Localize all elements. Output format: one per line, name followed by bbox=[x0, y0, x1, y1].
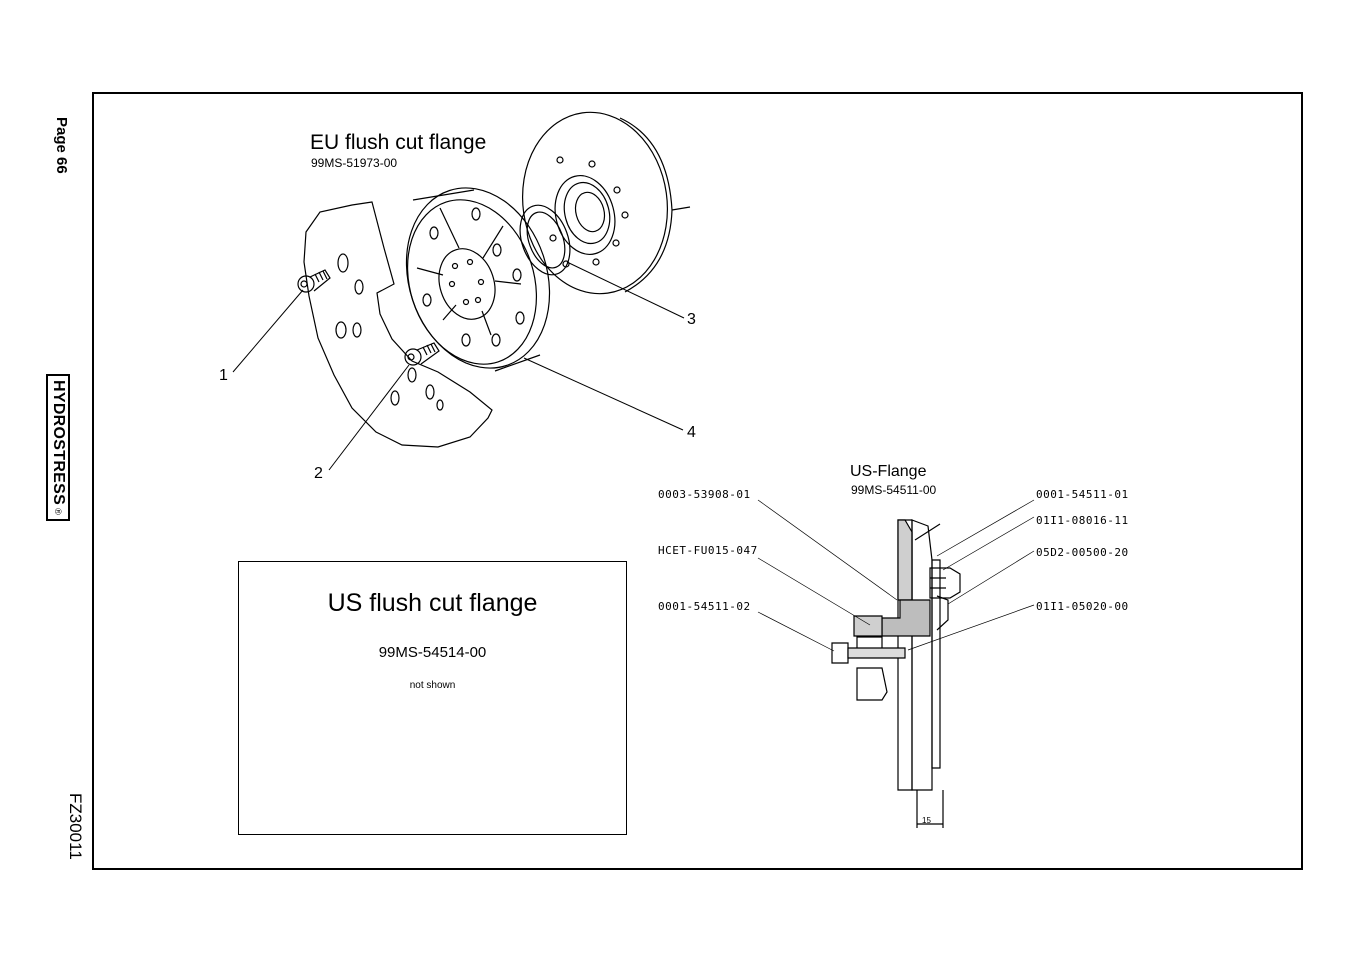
part-label-right-1: 0001-54511-01 bbox=[1036, 488, 1129, 501]
us-note-title: US flush cut flange bbox=[327, 589, 538, 617]
eu-flange-disc bbox=[405, 187, 551, 372]
part-label-left-2: HCET-FU015-047 bbox=[658, 544, 758, 557]
screw-1 bbox=[297, 269, 331, 293]
us-note-status: not shown bbox=[409, 680, 456, 691]
drawing-frame bbox=[92, 92, 1303, 870]
part-label-right-2: 01I1-08016-11 bbox=[1036, 514, 1129, 527]
part-label-right-4: 01I1-05020-00 bbox=[1036, 600, 1129, 613]
part-label-right-3: 05D2-00500-20 bbox=[1036, 546, 1129, 559]
callout-4: 4 bbox=[687, 424, 696, 441]
us-note-code: 99MS-54514-00 bbox=[378, 644, 487, 661]
us-flange-code: 99MS-54511-00 bbox=[851, 483, 937, 497]
eu-ring bbox=[519, 204, 571, 276]
eu-back-plate bbox=[521, 111, 691, 295]
part-label-left-1: 0003-53908-01 bbox=[658, 488, 751, 501]
saw-blade-segment bbox=[303, 201, 493, 448]
us-leader-lines bbox=[757, 499, 1035, 652]
screw-2 bbox=[404, 342, 440, 366]
eu-leader-lines bbox=[232, 261, 685, 471]
dimension-label: 15 bbox=[922, 816, 931, 825]
callout-1: 1 bbox=[219, 367, 228, 384]
us-note-box: US flush cut flange 99MS-54514-00 not sh… bbox=[238, 561, 627, 835]
us-flange-title: US-Flange bbox=[850, 463, 927, 480]
part-label-left-3: 0001-54511-02 bbox=[658, 600, 751, 613]
eu-flange-title: EU flush cut flange bbox=[310, 131, 487, 154]
callout-2: 2 bbox=[314, 465, 323, 482]
eu-flange-code: 99MS-51973-00 bbox=[311, 156, 398, 170]
us-flange-section bbox=[831, 519, 961, 828]
callout-3: 3 bbox=[687, 311, 696, 328]
